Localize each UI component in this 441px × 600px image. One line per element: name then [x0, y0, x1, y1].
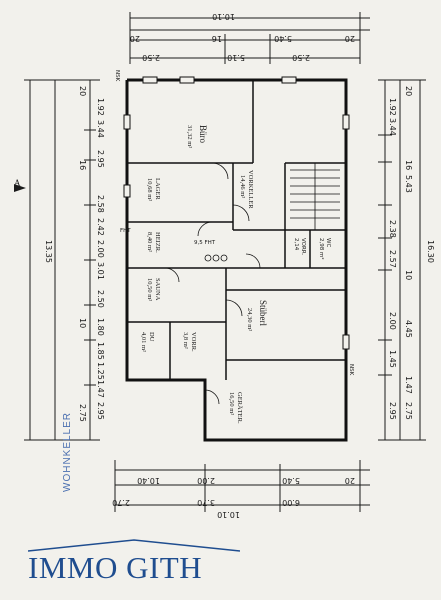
label-nsk-bottom: NSK — [348, 364, 354, 376]
dim-left-11: 2.95 — [96, 402, 105, 420]
room-lager-name: LAGER — [154, 178, 161, 200]
dim-left-5: 2.00 — [96, 240, 105, 258]
dim-bottom-8: 20 — [345, 476, 355, 485]
dim-bottom-6: 3.70 — [197, 498, 215, 507]
dim-right-8: 2.75 — [404, 402, 413, 420]
room-labels: Büro 31,32 m² LAGER 10,68 m² VORKELLER 1… — [114, 70, 354, 424]
dim-right-4: 2.57 — [388, 250, 397, 268]
room-sauna-area: 10,50 m² — [146, 278, 153, 301]
dim-top-7: 20 — [345, 34, 355, 43]
section-marker: A — [14, 178, 26, 192]
dim-left-9: 1.85 — [96, 342, 105, 360]
room-du-name: DU — [148, 332, 155, 342]
dim-top-total: 10.10 — [212, 12, 235, 21]
dim-right-5: 4.45 — [404, 320, 413, 338]
label-fht2: 9,5 FHT — [194, 240, 216, 246]
room-heizr-area: 8,40 m² — [146, 232, 153, 252]
dim-bottom-4: 6.00 — [282, 498, 300, 507]
dim-left-14: 20 — [78, 86, 87, 96]
dim-right-6: 2.00 — [388, 312, 397, 330]
room-buero-name: Büro — [198, 125, 208, 144]
dim-left-4: 2.42 — [96, 218, 105, 236]
dim-right-9: 1.92 — [388, 98, 397, 116]
room-geraete-name: GERÄTER. — [236, 392, 243, 424]
dim-right-13: 10 — [404, 270, 413, 280]
dim-left-1: 3.44 — [96, 120, 105, 138]
room-sauna-name: SAUNA — [154, 278, 161, 301]
room-voor-area: 2,14 — [293, 238, 299, 251]
dim-left-13: 1.92 — [96, 98, 105, 116]
room-voor-name: VORR. — [300, 238, 306, 255]
room-stuebel-name: Stüberl — [258, 300, 268, 326]
dim-top-6: 16 — [212, 34, 222, 43]
dim-bottom-3: 10.40 — [137, 476, 160, 485]
dim-right-total: 16.30 — [426, 240, 435, 263]
dim-right-7: 2.95 — [388, 402, 397, 420]
dim-left-10: 1.25 — [96, 362, 105, 380]
room-lager-area: 10,68 m² — [146, 178, 153, 201]
dim-left-7: 2.50 — [96, 290, 105, 308]
dim-top-1: 5.40 — [274, 34, 292, 43]
dim-top-2: 5.10 — [227, 53, 245, 62]
dim-left-8: 1.80 — [96, 318, 105, 336]
dim-bottom-2: 2.00 — [197, 476, 215, 485]
dim-left-17: 1.47 — [96, 380, 105, 398]
dim-left-6: 3.01 — [96, 262, 105, 280]
dim-top-5: 20 — [130, 34, 140, 43]
dimensions-bottom: 5.40 2.00 10.40 6.00 10.10 3.70 2.70 20 — [112, 476, 355, 519]
dim-right-10: 1.45 — [388, 350, 397, 368]
room-stuebel-area: 24,30 m² — [246, 308, 253, 331]
dim-right-14: 1.47 — [404, 376, 413, 394]
dim-left-2: 2.95 — [96, 150, 105, 168]
room-vorkeller-area: 14,46 m² — [239, 175, 246, 198]
room-buero-area: 31,32 m² — [186, 125, 193, 148]
dim-bottom-7: 2.70 — [112, 498, 130, 507]
dim-top-3: 2.50 — [142, 53, 160, 62]
room-vorr-name: VORR. — [190, 332, 197, 352]
brand-roof-icon — [28, 539, 240, 552]
dim-left-3: 2.58 — [96, 195, 105, 213]
dim-top-4: 2.50 — [292, 53, 310, 62]
room-vorkeller-name: VORKELLER — [247, 170, 254, 209]
dimensions-right: 16.30 5.43 3.44 2.38 2.57 4.45 2.00 2.95… — [388, 86, 435, 420]
dim-left-15: 16 — [78, 160, 87, 170]
dim-bottom-1: 5.40 — [282, 476, 300, 485]
dimensions-top: 10.10 5.40 5.10 2.50 2.50 20 16 20 — [130, 12, 355, 62]
dim-left-total: 13.35 — [44, 240, 53, 263]
dim-right-1: 5.43 — [404, 175, 413, 193]
label-fht: FHT — [120, 228, 131, 234]
label-nsk-top: NSK — [114, 70, 120, 82]
room-geraete-area: 16,50 m² — [228, 392, 235, 415]
dim-right-2: 3.44 — [388, 118, 397, 136]
section-label: A — [14, 178, 21, 188]
dim-left-12: 2.75 — [78, 404, 87, 422]
room-wc-area: 2,98 m² — [318, 238, 325, 260]
plan-title-stamp: WOHNKELLER — [62, 411, 73, 492]
dim-right-3: 2.38 — [388, 220, 397, 238]
dim-left-16: 10 — [78, 318, 87, 328]
dim-right-12: 16 — [404, 160, 413, 170]
dimensions-left: 13.35 3.44 2.95 2.58 2.42 2.00 3.01 2.50… — [44, 86, 105, 422]
room-wc-name: WC — [325, 238, 331, 247]
dim-right-11: 20 — [404, 86, 413, 96]
room-vorr-area: 3,8 m² — [182, 332, 189, 349]
room-du-area: 4,01 m² — [140, 332, 147, 352]
dim-bottom-5: 10.10 — [217, 510, 240, 519]
room-heizr-name: HEIZR. — [154, 232, 161, 253]
brand-logo: IMMO GITH — [28, 550, 203, 585]
